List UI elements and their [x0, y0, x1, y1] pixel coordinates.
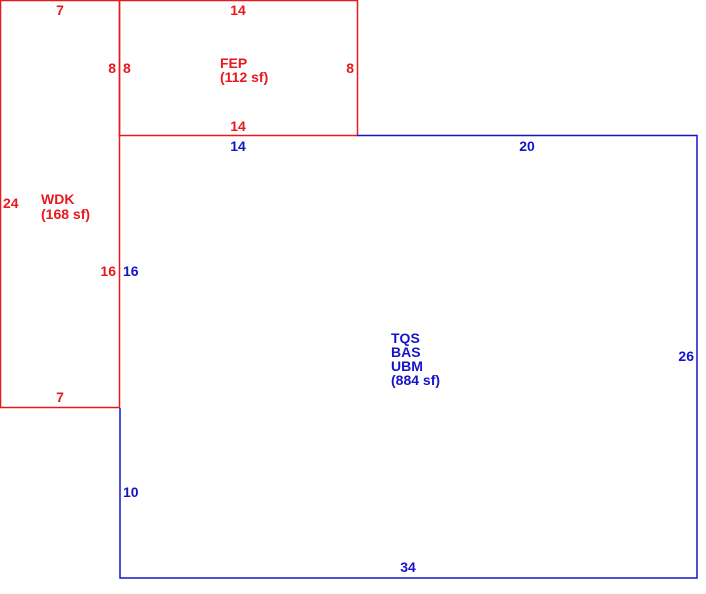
wdk-top-dimension: 7: [56, 2, 64, 18]
wdk-code: WDK: [41, 191, 74, 207]
fep-top-dimension: 14: [230, 2, 246, 18]
fep-bottom-dimension: 14: [230, 118, 246, 134]
wdk-left-dimension: 24: [3, 195, 19, 211]
main-left-lower-dimension: 10: [123, 484, 139, 500]
main-top-right-dimension: 20: [519, 138, 535, 154]
main-right-dimension: 26: [678, 348, 694, 364]
main-code-bas: BAS: [391, 344, 421, 360]
wdk-outline: [0, 0, 121, 409]
wdk-right-lower-dimension: 16: [100, 263, 116, 279]
main-top-left-dimension: 14: [230, 138, 246, 154]
main-area: (884 sf): [391, 372, 440, 388]
main-code-ubm: UBM: [391, 358, 423, 374]
fep-code: FEP: [220, 55, 247, 71]
fep-area: (112 sf): [220, 69, 268, 85]
fep-outline: [118, 0, 359, 137]
fep-left-dimension: 8: [123, 60, 131, 76]
main-outline: [119, 134, 698, 579]
wdk-area: (168 sf): [41, 206, 90, 222]
main-code-tqs: TQS: [391, 330, 420, 346]
main-bottom-dimension: 34: [400, 559, 416, 575]
fep-right-dimension: 8: [346, 60, 354, 76]
main-left-upper-dimension: 16: [123, 263, 139, 279]
wdk-right-upper-dimension: 8: [108, 60, 116, 76]
wdk-bottom-dimension: 7: [56, 389, 64, 405]
